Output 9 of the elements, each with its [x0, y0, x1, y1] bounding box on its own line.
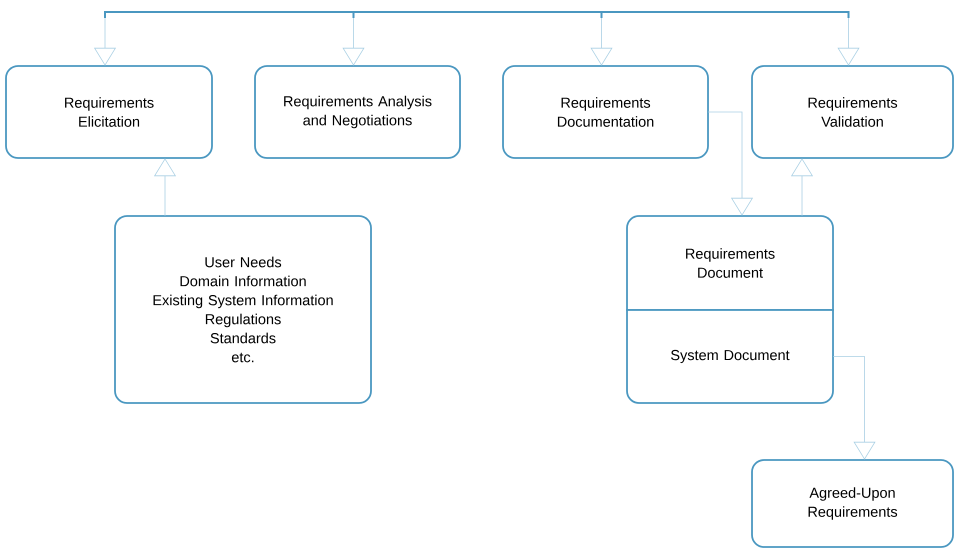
process-box: Requirements Documentation [502, 65, 709, 159]
process-box: Requirements Document [626, 215, 834, 311]
process-box: Requirements Analysis and Negotiations [254, 65, 461, 159]
process-box: Requirements Validation [751, 65, 954, 159]
process-box: Requirements Elicitation [5, 65, 213, 159]
process-box: Agreed-Upon Requirements [751, 459, 954, 548]
process-box: User Needs Domain Information Existing System Information Regulations Standards etc. [114, 215, 372, 404]
process-box: System Document [626, 309, 834, 404]
bracket-line [104, 11, 850, 18]
